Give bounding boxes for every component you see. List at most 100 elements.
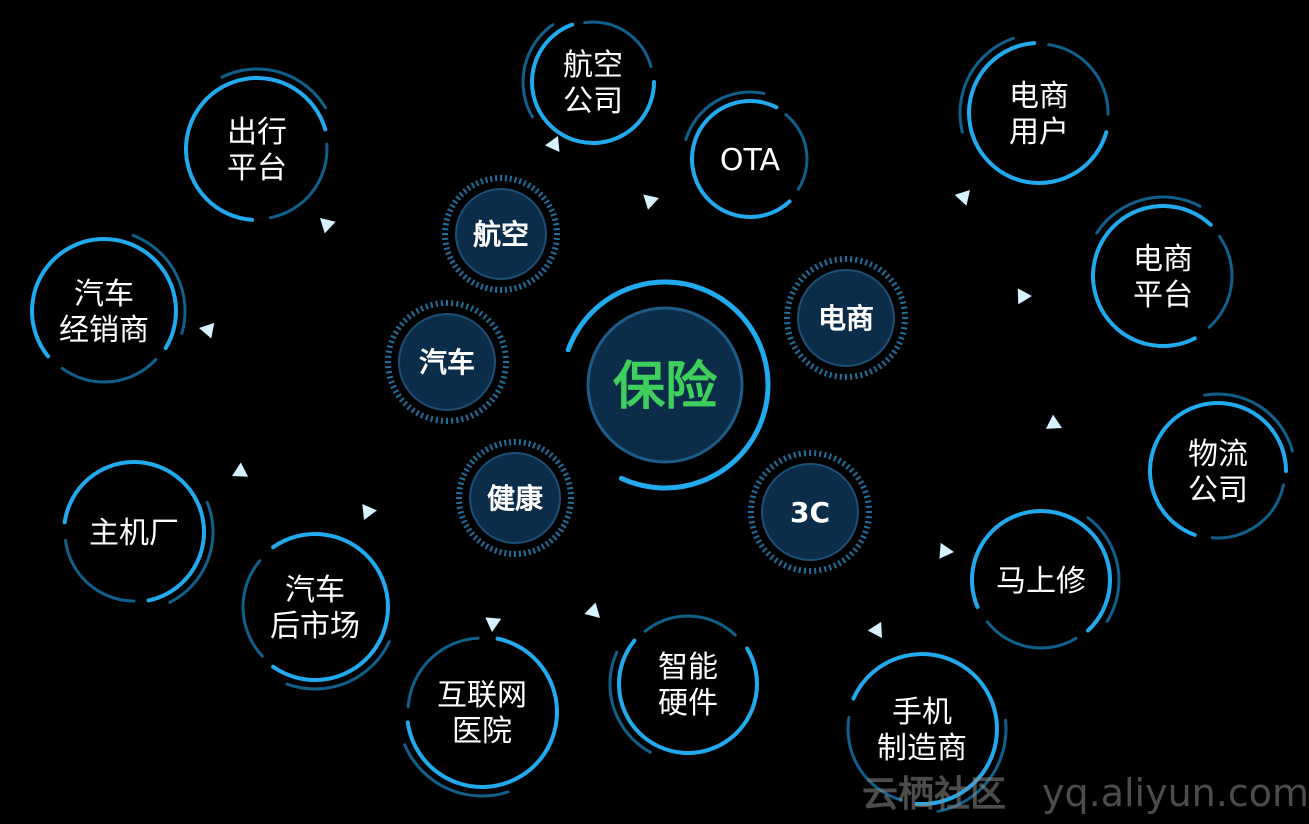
leaf-ring	[690, 99, 792, 219]
arrow	[550, 569, 600, 618]
leaf-ring-dim	[64, 538, 136, 603]
center-outer-arc	[565, 279, 771, 491]
leaf-label-line: 电商	[1133, 242, 1193, 277]
leaf-outer-arc	[684, 90, 766, 141]
leaf-outer-arc	[1086, 516, 1121, 623]
leaf-node-ota: OTA	[684, 90, 809, 219]
hub-node-ecommerce: 电商	[784, 256, 908, 380]
hub-tick-ring	[442, 175, 560, 293]
leaf-outer-arc	[936, 718, 1008, 813]
leaf-ring	[271, 532, 390, 682]
leaf-ring	[967, 41, 1109, 185]
leaf-label-line: 出行	[227, 115, 287, 150]
leaf-label-line: 智能	[658, 650, 718, 685]
leaf-label-line: 公司	[1188, 473, 1248, 508]
leaf-label-line: 马上修	[996, 564, 1086, 599]
leaf-ring-dim	[241, 559, 264, 658]
center-circle	[586, 306, 744, 464]
leaf-ring-dim	[60, 357, 158, 384]
arrows-layer	[198, 135, 1062, 639]
arrow	[485, 562, 502, 632]
leaf-ring	[851, 652, 999, 806]
leaf-label-line: 物流	[1188, 437, 1248, 472]
leaf-ring-dim	[1210, 483, 1286, 540]
hub-label: 健康	[487, 482, 544, 515]
leaf-node-repair: 马上修	[970, 509, 1121, 650]
arrow	[198, 322, 325, 355]
leaf-outer-arc	[608, 650, 652, 754]
hub-circle	[761, 463, 859, 561]
leaf-label-line: 经销商	[59, 313, 149, 348]
leaf-label-line: 平台	[227, 151, 287, 186]
leaf-label-line: 汽车	[285, 573, 345, 608]
hub-label: 3C	[790, 496, 830, 529]
leaf-ring	[1091, 204, 1213, 348]
arrow	[320, 218, 391, 285]
leaves-layer: 航空公司OTA出行平台汽车经销商主机厂汽车后市场互联网医院智能硬件电商用户电商平…	[30, 20, 1294, 813]
leaf-outer-arc	[168, 500, 215, 604]
center-node: 保险	[565, 279, 771, 491]
leaf-ring	[617, 638, 759, 755]
leaf-ring-dim	[583, 20, 653, 68]
center-label: 保险	[613, 357, 718, 417]
leaf-ring	[405, 636, 559, 789]
leaf-outer-arc	[958, 36, 1015, 134]
hub-node-3c: 3C	[748, 450, 872, 574]
leaf-ring	[30, 237, 178, 359]
leaf-outer-arc	[131, 233, 187, 335]
hub-circle	[455, 188, 547, 280]
hub-tick-ring	[385, 300, 509, 424]
leaf-label-line: 制造商	[877, 731, 967, 766]
leaf-label-line: 硬件	[658, 686, 718, 721]
arrow	[963, 288, 1033, 305]
hub-label: 航空	[473, 218, 529, 251]
leaf-outer-arc	[403, 743, 510, 798]
hub-node-health: 健康	[456, 439, 574, 557]
arrow	[592, 194, 659, 221]
leaf-label-line: 电商	[1009, 79, 1069, 114]
leaf-ring-dim	[1207, 234, 1234, 329]
watermark-cn: 云栖社区	[862, 774, 1006, 815]
arrow	[535, 135, 560, 183]
leaf-ring-dim	[985, 620, 1078, 650]
leaf-label-line: 手机	[892, 695, 952, 730]
hub-node-aviation: 航空	[442, 175, 560, 293]
leaf-outer-arc	[220, 67, 328, 110]
arrow	[881, 542, 955, 559]
leaf-ring-dim	[643, 614, 737, 637]
leaf-label-line: 医院	[452, 714, 512, 749]
leaf-outer-arc	[1095, 195, 1202, 235]
arrow	[959, 375, 1062, 429]
leaf-outer-arc	[521, 23, 555, 119]
leaf-label-line: OTA	[720, 143, 781, 178]
leaf-label-line: 汽车	[74, 277, 134, 312]
leaf-label-line: 平台	[1133, 278, 1193, 313]
hub-node-auto: 汽车	[385, 300, 509, 424]
leaf-label-line: 主机厂	[89, 516, 179, 551]
leaf-outer-arc	[1203, 392, 1294, 453]
hub-circle	[469, 452, 561, 544]
leaf-ring-dim	[784, 113, 809, 191]
hub-circle	[797, 269, 895, 367]
leaf-label-line: 用户	[1009, 115, 1069, 150]
leaf-label-line: 后市场	[270, 609, 360, 644]
arrow	[232, 427, 325, 477]
arrow	[843, 579, 883, 639]
arrow	[921, 189, 971, 243]
leaf-ring	[530, 22, 656, 145]
leaf-outer-arc	[285, 640, 391, 691]
leaf-ring	[970, 509, 1112, 633]
hub-tick-ring	[784, 256, 908, 380]
leaf-ring-dim	[406, 636, 480, 709]
hub-circle	[398, 313, 496, 411]
